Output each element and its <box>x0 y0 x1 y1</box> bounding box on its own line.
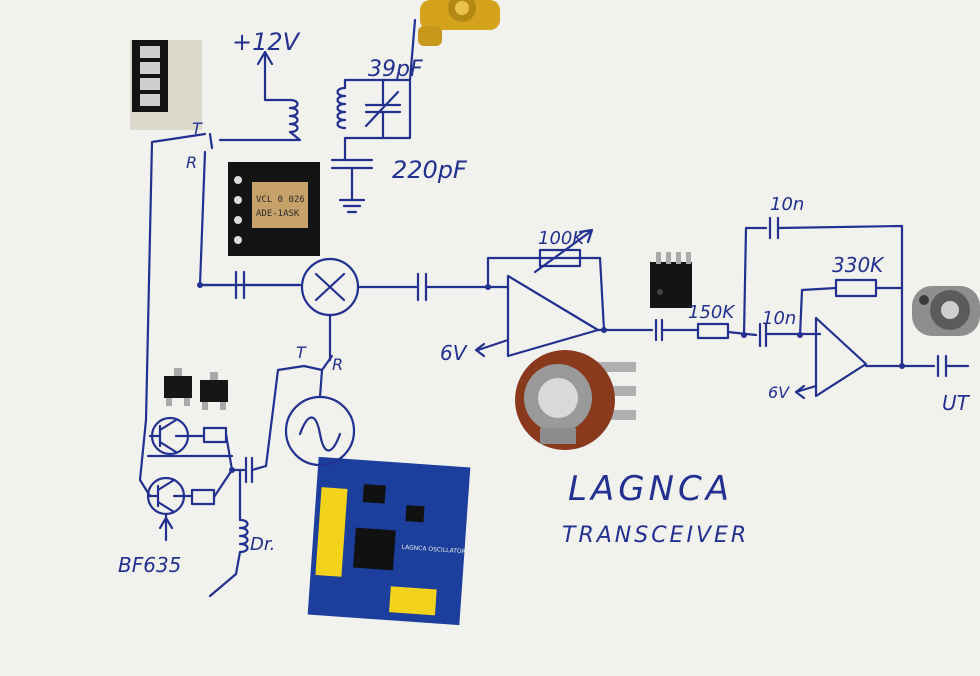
relay-component <box>130 40 202 130</box>
label-output: UT <box>942 391 971 415</box>
label-bias-1: 6V <box>440 341 468 365</box>
mixer-chip-marking-2: ADE-1ASK <box>256 209 300 219</box>
opamp-dip-chip <box>650 252 692 308</box>
label-c-in2: 10n <box>762 308 796 329</box>
oscillator-board: LAGNCA OSCILLATOR <box>307 456 471 626</box>
rf-connector-right <box>912 286 980 336</box>
label-fb-resistor: 100K <box>538 228 585 249</box>
label-tx: T <box>192 119 203 138</box>
mixer-chip-marking-1: VCL 0 026 <box>256 195 305 205</box>
label-choke: Dr. <box>250 534 275 555</box>
label-transistor: BF635 <box>118 553 181 577</box>
label-r-fb2: 330K <box>832 253 885 277</box>
transistor-sot-1 <box>164 368 192 406</box>
oscillator-board-label: LAGNCA OSCILLATOR <box>401 544 466 555</box>
label-in-resistor: 150K <box>688 302 735 323</box>
title-line-1: LAGNCA <box>568 469 733 509</box>
label-cap-trim: 39pF <box>368 57 423 82</box>
label-supply: +12V <box>232 28 301 56</box>
label-tx-2: T <box>296 343 307 362</box>
label-bias-2: 6V <box>768 383 790 402</box>
schematic-wires <box>138 18 970 598</box>
label-rx-2: R <box>332 355 343 374</box>
label-c-fb2: 10n <box>770 194 804 215</box>
label-cap-fixed: 220pF <box>392 156 468 184</box>
transistor-sot-2 <box>200 372 228 410</box>
schematic-labels: +12V 39pF 220pF T R T R 100K 150K 10n 10… <box>118 28 971 577</box>
mixer-chip: VCL 0 026 ADE-1ASK <box>228 162 320 256</box>
title-line-2: TRANSCEIVER <box>562 523 749 548</box>
rf-connector-top <box>418 0 500 46</box>
potentiometer <box>515 350 636 450</box>
label-rx: R <box>186 153 197 172</box>
